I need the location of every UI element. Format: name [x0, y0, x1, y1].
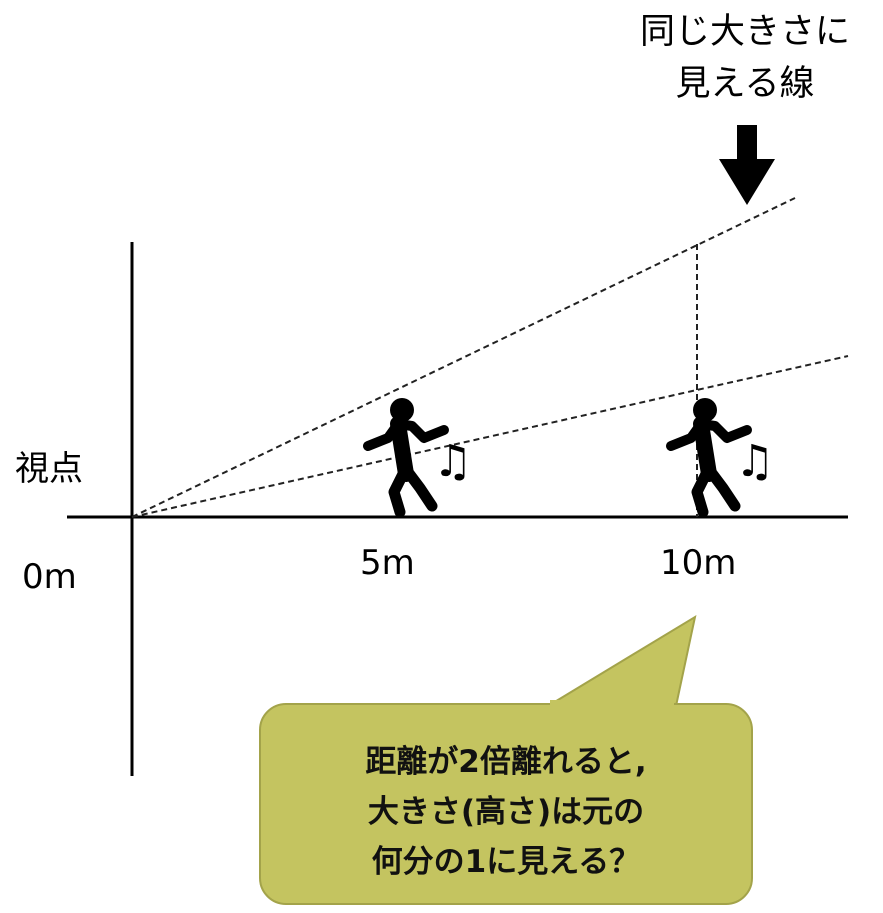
upper-sight-line — [131, 197, 796, 518]
lower-sight-line — [131, 355, 849, 518]
same-size-line-label-line2: 見える線 — [675, 64, 815, 104]
same-size-line-label: 同じ大きさに 見える線 — [600, 6, 883, 110]
down-arrow-icon — [719, 125, 775, 205]
dancer-figure-10m — [666, 398, 752, 518]
music-note-icon-10m: ♫ — [735, 436, 775, 487]
same-size-line-label-line1: 同じ大きさに — [639, 12, 850, 52]
callout-line1: 距離が2倍離れると, — [365, 744, 647, 780]
music-note-icon-5m: ♫ — [433, 436, 473, 487]
distance-10m-label: 10m — [660, 543, 737, 583]
callout-line2: 大きさ(高さ)は元の — [367, 794, 645, 830]
distance-5m-label: 5m — [360, 543, 415, 583]
dancer-figure-5m — [363, 398, 449, 518]
callout-line3: 何分の1に見える？ — [371, 844, 641, 880]
origin-label: 0m — [22, 557, 77, 597]
viewpoint-label: 視点 — [15, 449, 83, 489]
callout-text: 距離が2倍離れると, 大きさ(高さ)は元の 何分の1に見える？ — [262, 737, 750, 887]
callout-bubble — [259, 614, 753, 905]
